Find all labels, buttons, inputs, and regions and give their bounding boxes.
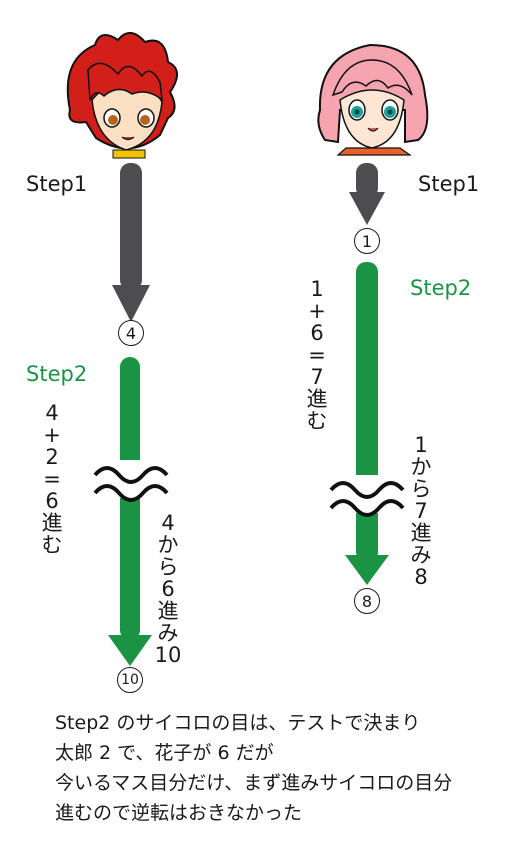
girl-calc-text: 1 + 6 = 7 進 む (305, 278, 329, 432)
boy-calc-char: 進 (41, 511, 63, 535)
boy-result-char: み (157, 621, 179, 645)
girl-end-marker: 8 (354, 588, 380, 614)
caption-line: 今いるマス目分だけ、まず進みサイコロの目分 (55, 772, 453, 794)
boy-result-char: か (157, 533, 179, 557)
boy-mid-marker: 4 (118, 320, 144, 346)
caption-line: 太郎 2 で、花子が 6 だが (55, 742, 274, 764)
girl-result-char: 進 (410, 521, 432, 545)
girl-result-char: 8 (414, 565, 428, 589)
girl-calc-char: 7 (310, 365, 324, 389)
caption: Step2 のサイコロの目は、テストで決まり 太郎 2 で、花子が 6 だが 今… (55, 708, 452, 828)
girl-result-char: 1 (414, 433, 428, 457)
girl-step1-label: Step1 (418, 172, 480, 196)
boy-result-char: 10 (154, 643, 182, 667)
girl-calc-char: + (308, 299, 326, 323)
boy-break-mark (92, 460, 174, 502)
boy-result-char: 6 (161, 577, 175, 601)
girl-result-char: か (410, 455, 432, 479)
girl-step2-arrow (345, 262, 389, 585)
boy-calc-char: 6 (45, 489, 59, 513)
girl-step2-label: Step2 (410, 276, 472, 300)
boy-calc-char: + (43, 423, 61, 447)
boy-result-char: 進 (157, 599, 179, 623)
boy-calc-char: 2 (45, 445, 59, 469)
boy-step1-label: Step1 (26, 172, 88, 196)
girl-result-char: ら (410, 477, 432, 501)
boy-result-text: 4 か ら 6 進 み 10 (152, 512, 184, 666)
caption-line: Step2 のサイコロの目は、テストで決まり (55, 712, 421, 734)
girl-mid-marker: 1 (354, 228, 380, 254)
boy-step2-label: Step2 (26, 362, 88, 386)
boy-result-char: ら (157, 555, 179, 579)
girl-calc-char: む (306, 409, 328, 433)
girl-calc-char: 進 (306, 387, 328, 411)
boy-avatar (66, 32, 178, 159)
caption-line: 進むので逆転はおきなかった (55, 802, 303, 824)
girl-break-mark (328, 475, 408, 517)
boy-step2-arrow (108, 357, 152, 666)
boy-calc-char: 4 (45, 401, 59, 425)
girl-result-char: み (410, 543, 432, 567)
girl-result-char: 7 (414, 499, 428, 523)
girl-result-text: 1 か ら 7 進 み 8 (408, 434, 434, 588)
girl-calc-char: 6 (310, 321, 324, 345)
girl-calc-char: = (308, 343, 326, 367)
girl-calc-char: 1 (310, 277, 324, 301)
boy-calc-char: = (43, 467, 61, 491)
girl-avatar (317, 43, 429, 156)
boy-step1-arrow (112, 163, 150, 322)
girl-step1-arrow (349, 163, 385, 225)
boy-result-char: 4 (161, 511, 175, 535)
boy-end-marker: 10 (117, 667, 143, 693)
boy-calc-text: 4 + 2 = 6 進 む (40, 402, 64, 556)
boy-calc-char: む (41, 533, 63, 557)
